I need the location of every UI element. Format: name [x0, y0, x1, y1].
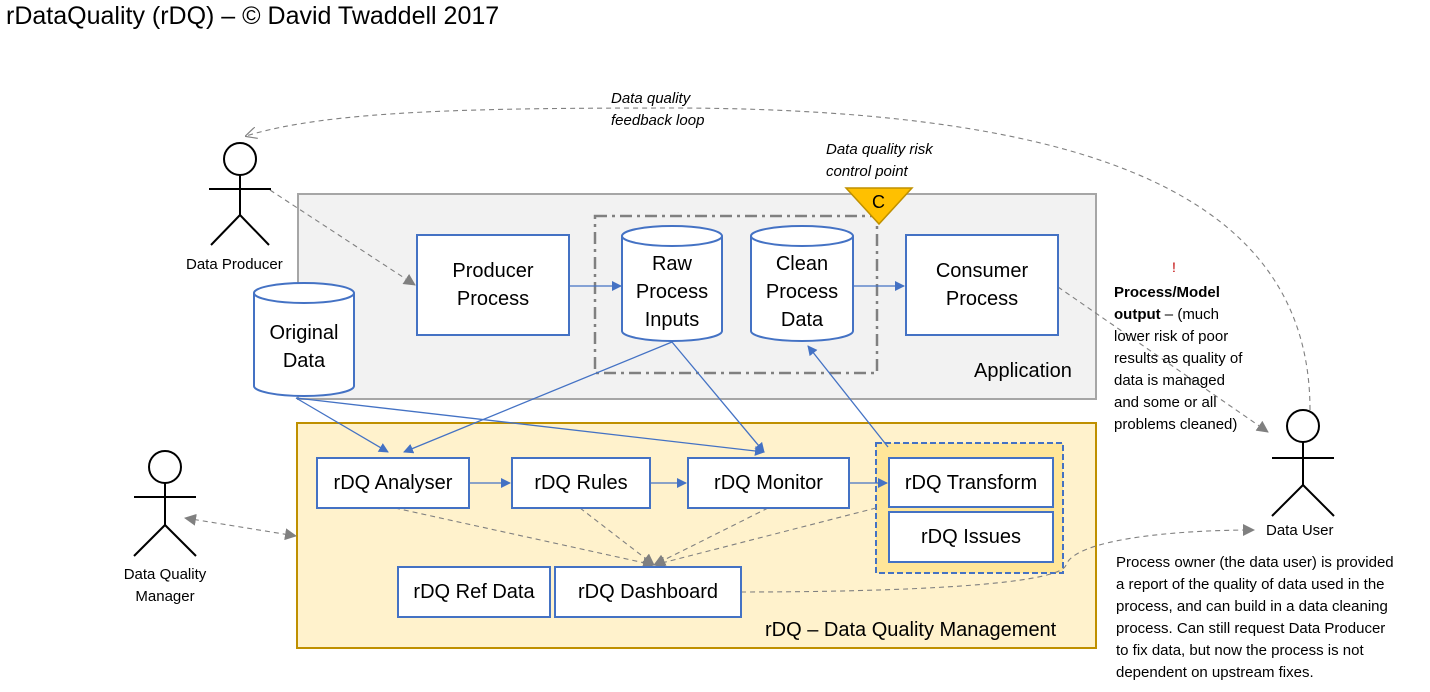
data-quality-manager-actor-icon: [133, 450, 197, 557]
process-owner-note: Process owner (the data user) is provide…: [1116, 552, 1394, 684]
consumer-process-line-1: Consumer: [935, 260, 1029, 282]
rdq-rules-box[interactable]: rDQ Rules: [511, 457, 651, 509]
producer-process-line-1: Producer: [452, 260, 534, 282]
dashed-connectors: [184, 107, 1311, 593]
data-quality-manager-label: Data Quality Manager: [115, 564, 215, 608]
owner-line-4: process. Can still request Data Producer: [1116, 620, 1386, 637]
feedback-loop-line-2: feedback loop: [611, 112, 705, 129]
manager-line-2: Manager: [135, 588, 195, 605]
clean-data-line-1: Clean: [775, 253, 829, 275]
process-output-note: Process/Model output – (much lower risk …: [1114, 282, 1242, 436]
original-data-line-2: Data: [282, 350, 326, 372]
output-bold-line-1: Process/Model: [1114, 284, 1220, 301]
data-producer-actor-icon: [209, 142, 271, 246]
risk-point-line-2: control point: [826, 163, 908, 180]
clean-data-line-3: Data: [780, 309, 824, 331]
owner-line-2: a report of the quality of data used in …: [1116, 576, 1385, 593]
rdq-dashboard-box[interactable]: rDQ Dashboard: [554, 566, 742, 618]
risk-point-line-1: Data quality risk: [826, 141, 933, 158]
raw-inputs-cylinder: [621, 225, 723, 342]
output-bold-line-2: output: [1114, 306, 1161, 323]
flow-connectors: [295, 281, 905, 488]
output-rest-line-5: and some or all: [1114, 394, 1217, 411]
rdq-monitor-box[interactable]: rDQ Monitor: [687, 457, 850, 509]
output-rest-line-3: results as quality of: [1114, 350, 1243, 367]
control-marker-label: C: [872, 192, 885, 212]
owner-line-1: Process owner (the data user) is provide…: [1116, 554, 1394, 571]
output-rest-line-2: lower risk of poor: [1114, 328, 1229, 345]
producer-process-line-2: Process: [456, 288, 530, 310]
original-data-cylinder: [253, 282, 355, 397]
risk-point-label: Data quality risk control point: [826, 139, 933, 183]
feedback-loop-label: Data quality feedback loop: [611, 88, 704, 132]
output-rest-line-4: data is managed: [1114, 372, 1225, 389]
risk-marker-icon: [844, 187, 914, 226]
owner-line-6: dependent on upstream fixes.: [1116, 664, 1314, 681]
page-title: rDataQuality (rDQ) – © David Twaddell 20…: [6, 2, 500, 30]
owner-line-5: to fix data, but now the process is not: [1116, 642, 1364, 659]
output-rest-line-1: – (much: [1160, 306, 1219, 323]
clean-data-cylinder: [750, 225, 854, 342]
output-rest-line-6: problems cleaned): [1114, 416, 1238, 433]
raw-inputs-line-3: Inputs: [644, 309, 700, 331]
data-user-label: Data User: [1266, 522, 1334, 539]
feedback-loop-line-1: Data quality: [611, 90, 691, 107]
data-producer-label: Data Producer: [186, 256, 283, 273]
rdq-ref-data-box[interactable]: rDQ Ref Data: [397, 566, 551, 618]
rdq-analyser-box[interactable]: rDQ Analyser: [316, 457, 470, 509]
rdq-issues-box[interactable]: rDQ Issues: [888, 511, 1054, 563]
manager-line-1: Data Quality: [123, 566, 207, 583]
owner-line-3: process, and can build in a data cleanin…: [1116, 598, 1388, 615]
raw-inputs-line-2: Process: [635, 281, 709, 303]
consumer-process-line-2: Process: [945, 288, 1019, 310]
dqm-label: rDQ – Data Quality Management: [765, 619, 1057, 641]
raw-inputs-line-1: Raw: [651, 253, 692, 275]
rdq-transform-box[interactable]: rDQ Transform: [888, 457, 1054, 508]
application-label: Application: [974, 360, 1072, 382]
clean-data-line-2: Process: [765, 281, 839, 303]
original-data-line-1: Original: [269, 322, 339, 344]
red-mark: !: [1172, 259, 1176, 275]
risk-control-boundary: [593, 214, 879, 375]
data-user-actor-icon: [1271, 409, 1335, 517]
